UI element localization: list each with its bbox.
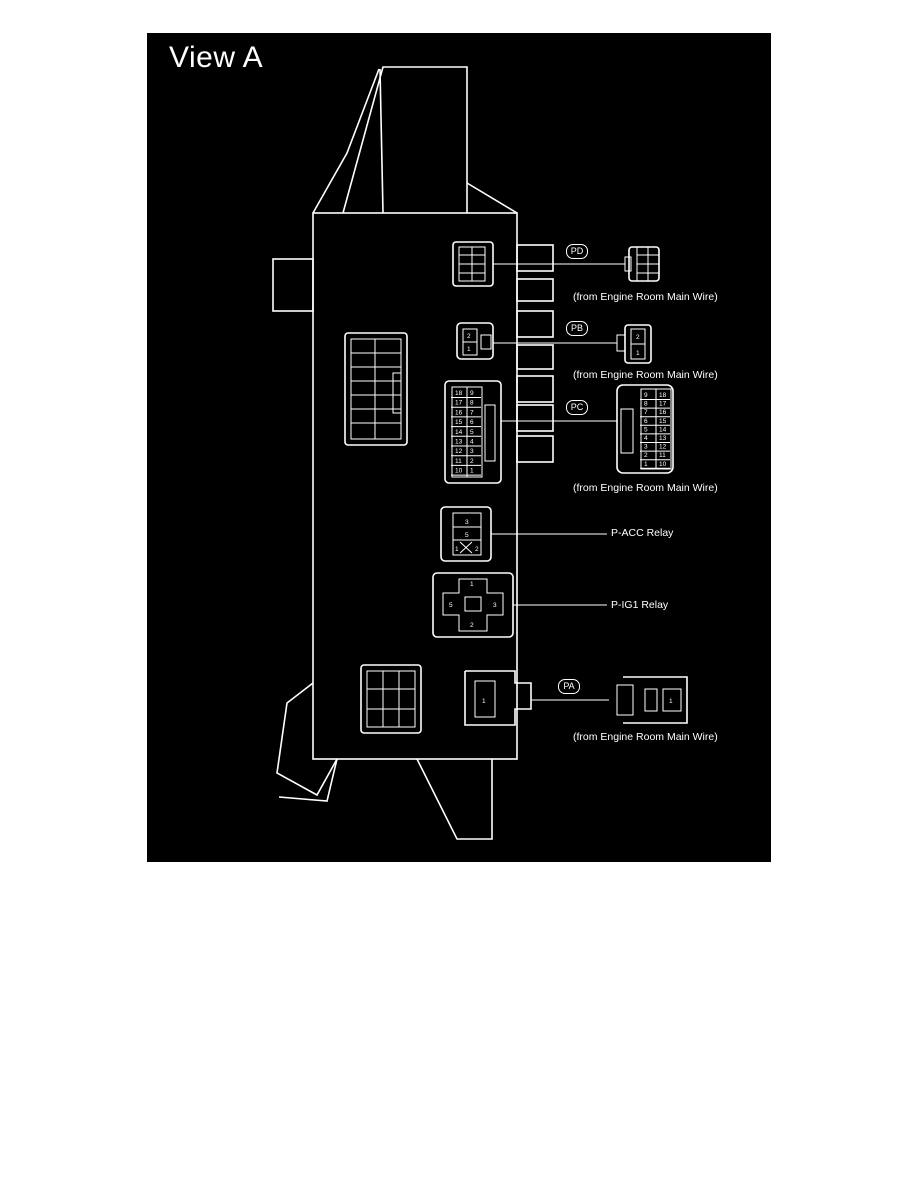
pb-badge: PB	[566, 321, 588, 336]
pc-plug-pin: 17	[659, 401, 667, 408]
pc-socket-pin: 11	[455, 458, 462, 465]
pd-badge: PD	[566, 244, 588, 259]
pc-plug-pin: 8	[644, 401, 648, 408]
p-ig1-pin-2: 2	[470, 622, 474, 629]
pc-plug-pin: 2	[644, 452, 648, 459]
pb-plug: 2 1	[616, 324, 652, 364]
left-connector	[344, 332, 408, 446]
pb-socket-pin-2: 2	[467, 333, 471, 340]
pc-socket-pin: 3	[470, 448, 474, 455]
pa-badge: PA	[558, 679, 580, 694]
right-side-tabs	[516, 244, 554, 463]
pa-socket: 1	[464, 670, 532, 726]
pc-plug-pin: 13	[659, 435, 667, 442]
pc-socket-pin: 8	[470, 400, 474, 407]
pc-plug-pin: 10	[659, 461, 667, 468]
p-ig1-relay-label: P-IG1 Relay	[611, 599, 669, 611]
junction-block-body	[312, 212, 518, 760]
pc-socket-pin: 1	[470, 468, 474, 475]
pc-socket-pin: 9	[470, 390, 474, 397]
p-ig1-pin-3: 3	[493, 602, 497, 609]
pc-badge: PC	[566, 400, 588, 415]
p-ig1-pin-1: 1	[470, 581, 474, 588]
left-tab	[272, 258, 314, 312]
pd-socket	[452, 241, 494, 287]
pc-socket-pin: 5	[470, 429, 474, 436]
pa-plug-pin-1: 1	[669, 698, 673, 705]
pc-plug-pin: 14	[659, 426, 667, 433]
pc-socket: 18 9 17 8 16 7 15 6 14 5 13 4 12 3 11 2 10 1	[444, 380, 502, 484]
leader-lines	[491, 263, 625, 701]
pc-plug-pin: 6	[644, 418, 648, 425]
p-acc-relay-label: P-ACC Relay	[611, 527, 674, 539]
pc-plug-pin: 4	[644, 435, 648, 442]
pc-socket-pin: 2	[470, 458, 474, 465]
pd-plug	[624, 246, 660, 282]
pc-socket-pin: 18	[455, 390, 463, 397]
p-ig1-relay-socket: 1 5 3 2	[432, 572, 514, 638]
p-acc-pin-1: 1	[455, 546, 459, 553]
p-acc-relay-socket: 3 5 1 2	[440, 506, 492, 562]
pb-plug-pin-1: 1	[636, 350, 640, 357]
pd-source-label: (from Engine Room Main Wire)	[573, 291, 718, 303]
pc-socket-pin: 17	[455, 400, 463, 407]
pc-socket-pin: 13	[455, 439, 463, 446]
bottom-left-connector	[360, 664, 422, 734]
pc-socket-pin: 7	[470, 409, 474, 416]
pc-plug-pin: 1	[644, 461, 648, 468]
pc-socket-pin: 15	[455, 419, 463, 426]
pc-plug-pin: 16	[659, 409, 667, 416]
pc-socket-pin: 4	[470, 439, 474, 446]
pc-socket-pin: 12	[455, 448, 463, 455]
pa-plug: 1	[616, 676, 688, 724]
pb-plug-pin-2: 2	[636, 334, 640, 341]
pc-socket-pin: 16	[455, 409, 463, 416]
pc-plug-pin: 12	[659, 444, 667, 451]
pa-source-label: (from Engine Room Main Wire)	[573, 731, 718, 743]
pc-socket-pin: 14	[455, 429, 463, 436]
pa-socket-pin-1: 1	[482, 698, 486, 705]
pc-socket-pin: 6	[470, 419, 474, 426]
p-acc-pin-3: 3	[465, 519, 469, 526]
p-ig1-pin-5: 5	[449, 602, 453, 609]
pc-plug-pin: 7	[644, 409, 648, 416]
bottom-bracket	[276, 682, 493, 840]
pb-source-label: (from Engine Room Main Wire)	[573, 369, 718, 381]
pc-plug-pin: 18	[659, 392, 667, 399]
pc-plug-pin: 15	[659, 418, 667, 425]
pc-plug-pin: 11	[659, 452, 666, 459]
pc-plug-pin: 5	[644, 426, 648, 433]
pc-socket-pin: 10	[455, 468, 463, 475]
pb-socket-pin-1: 1	[467, 346, 471, 353]
pb-socket: 2 1	[456, 322, 494, 360]
p-acc-pin-5: 5	[465, 532, 469, 539]
p-acc-pin-2: 2	[475, 546, 479, 553]
view-title: View A	[169, 41, 264, 74]
pc-plug-pin: 3	[644, 444, 648, 451]
pc-source-label: (from Engine Room Main Wire)	[573, 482, 718, 494]
pc-plug-pin: 9	[644, 392, 648, 399]
top-bracket	[312, 66, 518, 214]
